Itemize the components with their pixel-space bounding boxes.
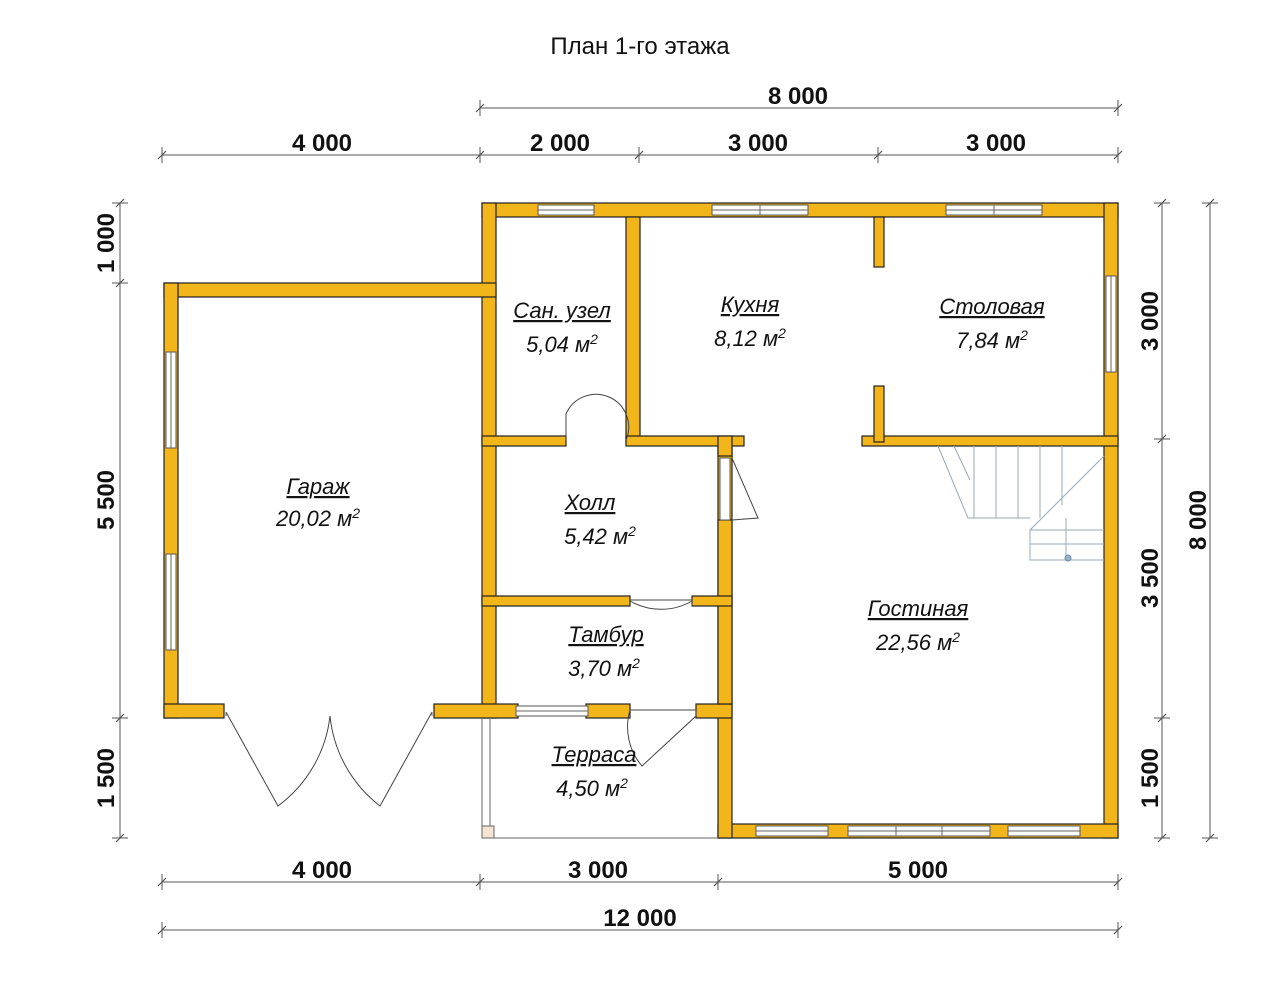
dim-right-top: 3 000 — [1137, 291, 1164, 351]
dimension-labels: 8 000 4 000 2 000 3 000 3 000 4 000 3 00… — [93, 83, 1212, 932]
room-garage-area: 20,02 м2 — [275, 505, 360, 531]
room-hall-area: 5,42 м2 — [564, 523, 636, 549]
plan-title: План 1-го этажа — [550, 33, 730, 60]
dim-bottom-total: 12 000 — [603, 905, 676, 932]
dim-left-bottom: 1 500 — [93, 748, 120, 808]
room-labels: Гараж 20,02 м2 Сан. узел 5,04 м2 Кухня 8… — [275, 292, 1045, 801]
room-kitchen-area: 8,12 м2 — [714, 325, 786, 351]
dim-top-garage: 4 000 — [292, 130, 352, 157]
room-dining-area: 7,84 м2 — [956, 327, 1028, 353]
room-hall-name: Холл — [564, 490, 616, 515]
room-bathroom-area: 5,04 м2 — [526, 331, 598, 357]
dim-bottom-living: 5 000 — [888, 857, 948, 884]
room-garage-name: Гараж — [286, 474, 350, 499]
dim-right-mid: 3 500 — [1137, 548, 1164, 608]
dimension-lines — [112, 100, 1218, 938]
room-kitchen-name: Кухня — [721, 292, 780, 317]
room-vestibule-area: 3,70 м2 — [568, 655, 640, 681]
terrace-outline — [481, 718, 718, 839]
room-living-area: 22,56 м2 — [875, 629, 960, 655]
dim-top-dining: 3 000 — [966, 130, 1026, 157]
windows — [165, 204, 1117, 837]
room-terrace-area: 4,50 м2 — [556, 775, 628, 801]
room-dining-name: Столовая — [939, 294, 1045, 319]
dim-top-kitchen: 3 000 — [728, 130, 788, 157]
dim-left-top: 1 000 — [93, 213, 120, 273]
dim-left-mid: 5 500 — [93, 470, 120, 530]
room-terrace-name: Терраса — [552, 742, 637, 767]
doors — [225, 393, 759, 807]
dim-top-bath: 2 000 — [530, 130, 590, 157]
room-vestibule-name: Тамбур — [568, 622, 643, 647]
dim-right-bottom: 1 500 — [1137, 748, 1164, 808]
dim-bottom-terrace: 3 000 — [568, 857, 628, 884]
dim-bottom-garage: 4 000 — [292, 857, 352, 884]
dim-right-total: 8 000 — [1185, 490, 1212, 550]
room-bathroom-name: Сан. узел — [513, 298, 611, 323]
dim-top-total: 8 000 — [768, 83, 828, 110]
room-living-name: Гостиная — [868, 596, 969, 621]
staircase — [937, 445, 1105, 562]
